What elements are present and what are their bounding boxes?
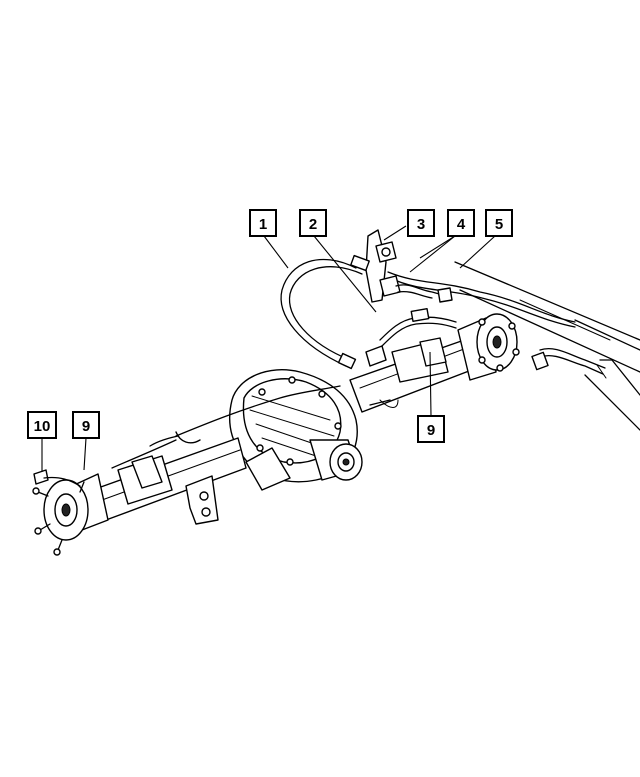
differential-housing [228,369,363,491]
svg-text:2: 2 [309,216,317,233]
callout-4: 4 [447,209,475,237]
svg-text:3: 3 [417,216,425,233]
brake-hose-2 [365,307,457,367]
callout-2: 2 [299,209,327,237]
svg-text:4: 4 [457,216,466,233]
callout-9-left: 9 [72,411,100,439]
brake-hose-1 [280,254,370,370]
axle-tube-right [349,337,483,413]
svg-text:9: 9 [427,422,435,439]
svg-text:9: 9 [82,418,90,435]
axle-brake-tube [111,385,341,469]
junction-block [365,229,453,303]
callout-10: 10 [27,411,57,439]
svg-text:10: 10 [34,418,51,435]
callout-9-right: 9 [417,415,445,443]
axle-tube-left [97,431,247,525]
callout-1: 1 [249,209,277,237]
svg-text:1: 1 [259,216,267,233]
brake-tube-5 [387,271,607,379]
callout-leaders [41,225,496,472]
callout-5: 5 [485,209,513,237]
callout-3: 3 [407,209,435,237]
right-hub [457,313,520,381]
left-hub [32,469,109,556]
svg-text:5: 5 [495,216,503,233]
